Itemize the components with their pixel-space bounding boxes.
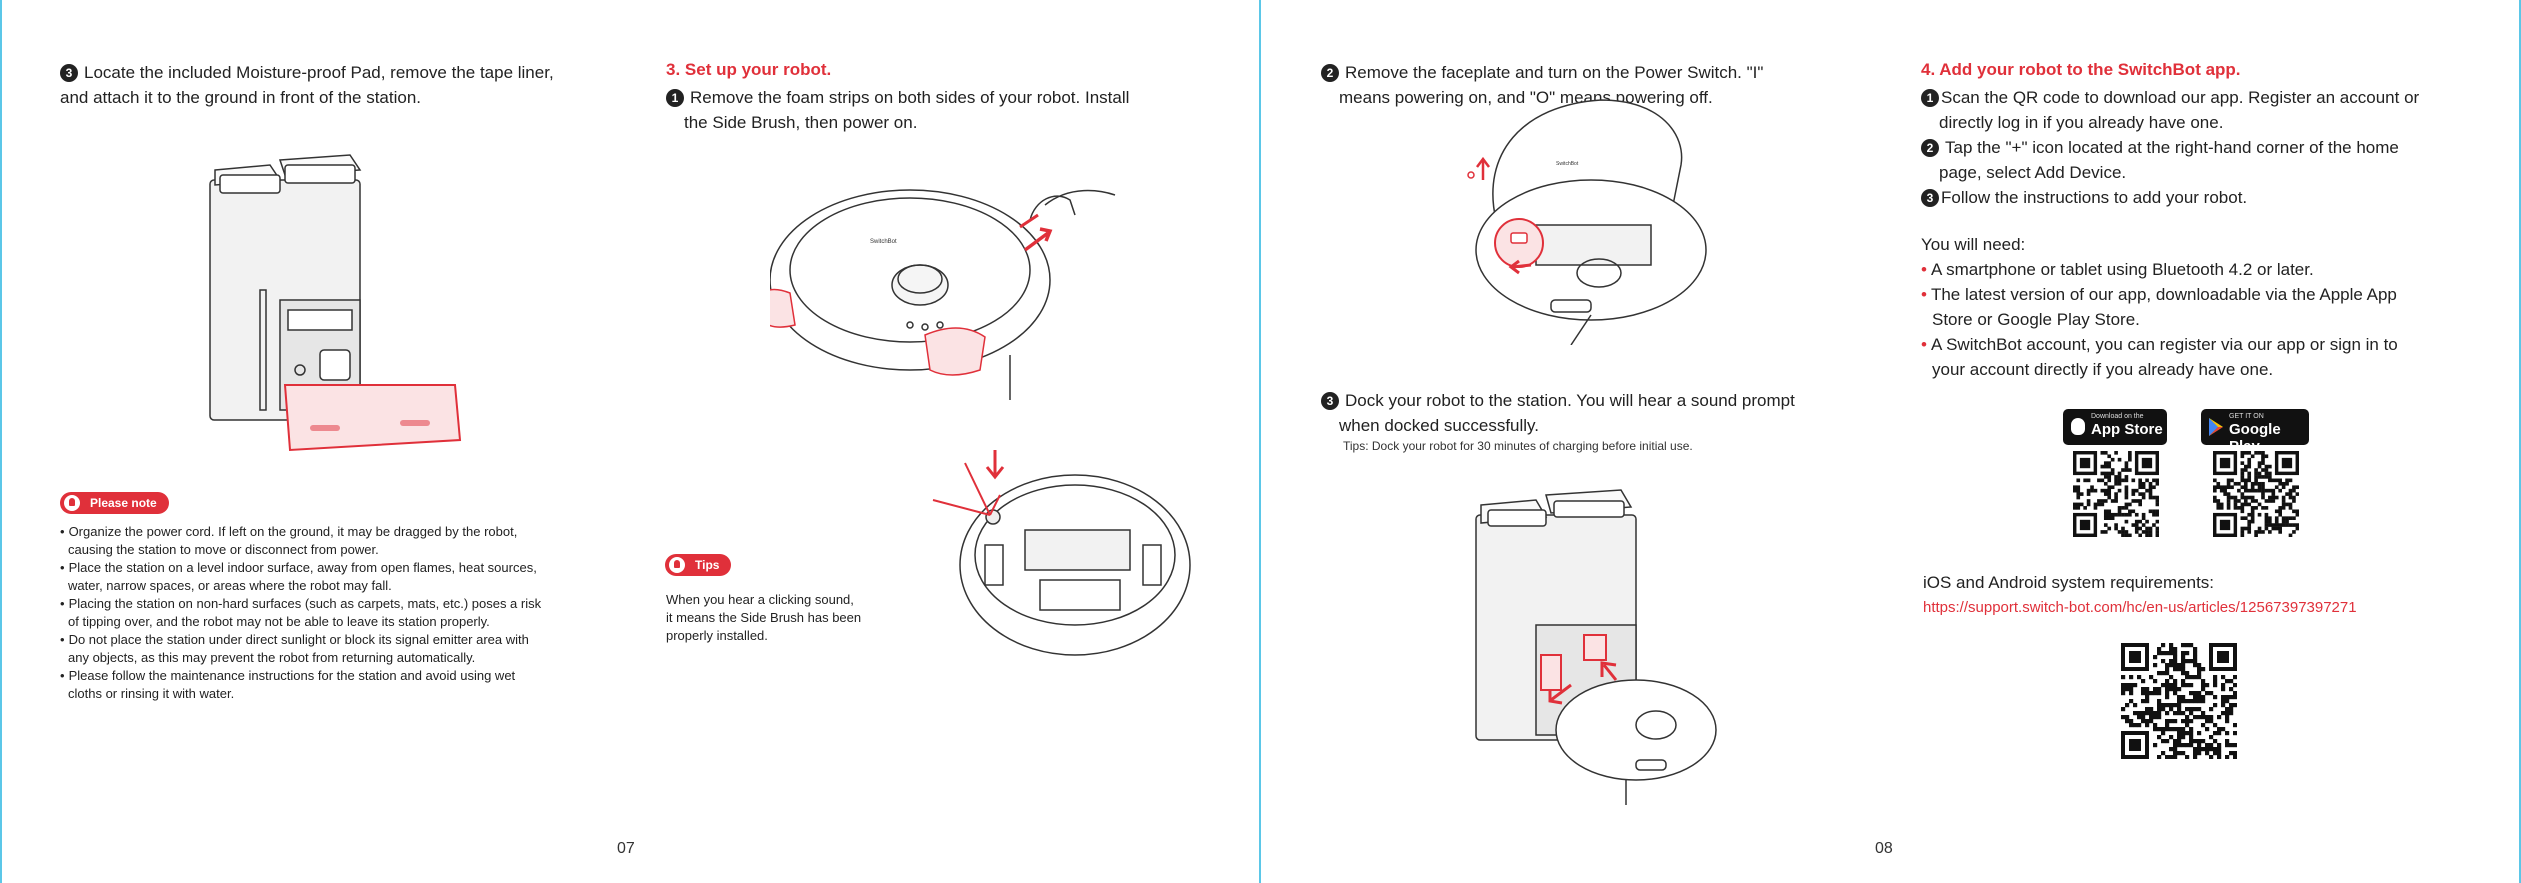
app-store-badge[interactable]: Download on the App Store xyxy=(2063,409,2167,445)
step-number: 3 xyxy=(1921,189,1939,207)
robot-foam-strip-illustration: SwitchBot xyxy=(770,189,1116,400)
requirement-item: •The latest version of our app, download… xyxy=(1921,285,2397,304)
note-item-cont: causing the station to move or disconnec… xyxy=(68,542,379,557)
page-number-07: 07 xyxy=(617,840,635,857)
step3-pad-text: 3 Locate the included Moisture-proof Pad,… xyxy=(60,60,620,110)
note-item-cont: of tipping over, and the robot may not b… xyxy=(68,614,490,629)
sysreq-link[interactable]: https://support.switch-bot.com/hc/en-us/… xyxy=(1923,599,2357,616)
tips-line: When you hear a clicking sound, xyxy=(666,592,854,607)
right-frame-line xyxy=(2519,0,2521,883)
requirement-item: •A smartphone or tablet using Bluetooth … xyxy=(1921,260,2314,279)
bell-icon xyxy=(64,495,80,511)
step-text-line: when docked successfully. xyxy=(1339,416,1540,435)
step-number: 1 xyxy=(666,89,684,107)
page-08: 2 Remove the faceplate and turn on the Po… xyxy=(1261,0,2519,883)
dock-step-text: 3 Dock your robot to the station. You wil… xyxy=(1321,388,1881,438)
badge-big-text: Google Play xyxy=(2229,421,2281,455)
requirement-item-cont: your account directly if you already hav… xyxy=(1932,360,2274,379)
note-item: •Do not place the station under direct s… xyxy=(60,632,529,647)
play-icon xyxy=(2209,418,2223,436)
step-number: 2 xyxy=(1321,64,1339,82)
requirements-title: You will need: xyxy=(1921,235,2026,254)
step-number: 3 xyxy=(1321,392,1339,410)
note-label: Please note xyxy=(90,496,157,510)
bell-icon xyxy=(669,557,685,573)
badge-small-text: GET IT ON xyxy=(2229,413,2264,420)
page-number-08: 08 xyxy=(1875,840,1893,857)
station-with-pad-illustration xyxy=(209,154,462,452)
step-text-line: directly log in if you already have one. xyxy=(1939,113,2224,132)
step-text-line: page, select Add Device. xyxy=(1939,163,2127,182)
faceplate-power-switch-illustration: SwitchBot xyxy=(1467,99,1707,345)
tips-line: it means the Side Brush has been xyxy=(666,610,862,625)
dock-tip-text: Tips: Dock your robot for 30 minutes of … xyxy=(1343,439,1693,453)
step-text-line: Tap the "+" icon located at the right-ha… xyxy=(1945,138,2399,157)
tips-line: properly installed. xyxy=(666,628,768,643)
step-number: 2 xyxy=(1921,139,1939,157)
step-text-line: Remove the foam strips on both sides of … xyxy=(690,88,1130,107)
step-number: 1 xyxy=(1921,89,1939,107)
badge-big-text: App Store xyxy=(2091,421,2163,438)
google-play-badge[interactable]: GET IT ON Google Play xyxy=(2201,409,2309,455)
station-docking-illustration xyxy=(1475,489,1717,805)
page-07: 3 Locate the included Moisture-proof Pad,… xyxy=(0,0,1260,883)
please-note-badge: Please note xyxy=(60,492,169,514)
app-store-qr-code[interactable] xyxy=(2073,451,2159,537)
note-item-cont: water, narrow spaces, or areas where the… xyxy=(68,578,392,593)
left-frame-line xyxy=(0,0,2,883)
requirements-list: You will need: •A smartphone or tablet u… xyxy=(1921,232,2481,382)
tips-label: Tips xyxy=(695,558,720,572)
tips-badge: Tips xyxy=(665,554,732,576)
setup-robot-title: 3. Set up your robot. xyxy=(666,60,832,79)
google-play-qr-code[interactable] xyxy=(2213,451,2299,537)
step-text-line: Locate the included Moisture-proof Pad, … xyxy=(84,63,554,82)
setup-robot-text: 1 Remove the foam strips on both sides of… xyxy=(666,85,1206,135)
robot-brand-label: SwitchBot xyxy=(870,239,897,245)
requirement-item: •A SwitchBot account, you can register v… xyxy=(1921,335,2398,354)
sysreq-title: iOS and Android system requirements: xyxy=(1923,573,2215,592)
step-number: 3 xyxy=(60,64,78,82)
step-text-line: Scan the QR code to download our app. Re… xyxy=(1941,88,2420,107)
step-text-line: Follow the instructions to add your robo… xyxy=(1941,188,2248,207)
note-item: •Place the station on a level indoor sur… xyxy=(60,560,537,575)
step-text-line: the Side Brush, then power on. xyxy=(684,113,918,132)
sysreq-qr-code[interactable] xyxy=(2121,643,2237,759)
apple-icon xyxy=(2071,418,2085,435)
step-text-line: Remove the faceplate and turn on the Pow… xyxy=(1345,63,1764,82)
note-item-cont: cloths or rinsing it with water. xyxy=(68,686,235,701)
badge-small-text: Download on the xyxy=(2091,413,2144,420)
center-fold-line xyxy=(1259,0,1261,883)
step-text-line: and attach it to the ground in front of … xyxy=(60,88,422,107)
note-item-cont: any objects, as this may prevent the rob… xyxy=(68,650,476,665)
requirement-item-cont: Store or Google Play Store. xyxy=(1932,310,2140,329)
note-item: •Placing the station on non-hard surface… xyxy=(60,596,542,611)
add-robot-title: 4. Add your robot to the SwitchBot app. xyxy=(1921,60,2241,79)
note-item: •Please follow the maintenance instructi… xyxy=(60,668,516,683)
robot-brand-label: SwitchBot xyxy=(1556,161,1579,167)
step-text-line: Dock your robot to the station. You will… xyxy=(1345,391,1795,410)
robot-underside-side-brush-illustration xyxy=(932,450,1191,656)
note-item: •Organize the power cord. If left on the… xyxy=(60,524,518,539)
note-list: •Organize the power cord. If left on the… xyxy=(60,523,620,703)
tips-text: When you hear a clicking sound, it means… xyxy=(666,591,906,645)
